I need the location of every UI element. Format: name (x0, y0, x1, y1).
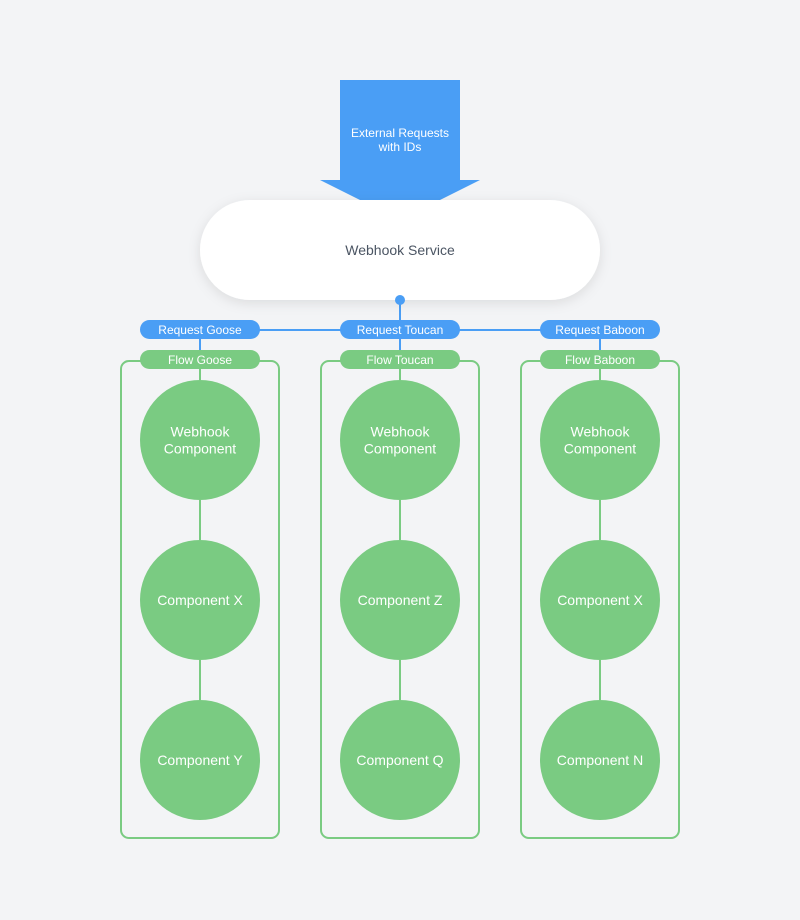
request-pill (540, 320, 660, 339)
component-node (540, 380, 660, 500)
external-requests-arrow: External Requests with IDs (320, 80, 480, 220)
component-node-label: Webhook (171, 424, 231, 440)
component-node (140, 540, 260, 660)
component-node-label: Component Y (157, 752, 243, 768)
component-node-label: Component X (157, 592, 243, 608)
flow-pill (540, 350, 660, 369)
service-junction-dot (395, 295, 405, 305)
webhook-service-label: Webhook Service (345, 242, 455, 258)
component-node-label: Component X (557, 592, 643, 608)
component-node (140, 700, 260, 820)
component-node (340, 380, 460, 500)
request-pill-label: Request Goose (158, 323, 242, 337)
request-pill (340, 320, 460, 339)
flow-pill-label: Flow Baboon (565, 353, 635, 367)
component-node-label: Component (564, 441, 636, 457)
component-node (140, 380, 260, 500)
arrow-label-line-1: External Requests (351, 126, 449, 140)
webhook-service-node: Webhook Service (200, 200, 600, 300)
component-node-label: Component (364, 441, 436, 457)
component-node (540, 700, 660, 820)
component-node-label: Component Q (356, 752, 443, 768)
arrow-shape (320, 80, 480, 220)
component-node (540, 540, 660, 660)
component-node-label: Webhook (571, 424, 631, 440)
webhook-service-shape (200, 200, 600, 300)
flow-pill (140, 350, 260, 369)
request-pill (140, 320, 260, 339)
flow-pill-label: Flow Goose (168, 353, 232, 367)
request-pill-label: Request Baboon (555, 323, 644, 337)
component-node-label: Component N (557, 752, 643, 768)
arrow-label-line-2: with IDs (378, 140, 422, 154)
component-node-label: Webhook (371, 424, 431, 440)
component-node-label: Component (164, 441, 236, 457)
component-node-label: Component Z (358, 592, 443, 608)
component-node (340, 540, 460, 660)
component-node (340, 700, 460, 820)
request-pill-label: Request Toucan (357, 323, 444, 337)
flow-pill-label: Flow Toucan (366, 353, 433, 367)
flow-pill (340, 350, 460, 369)
